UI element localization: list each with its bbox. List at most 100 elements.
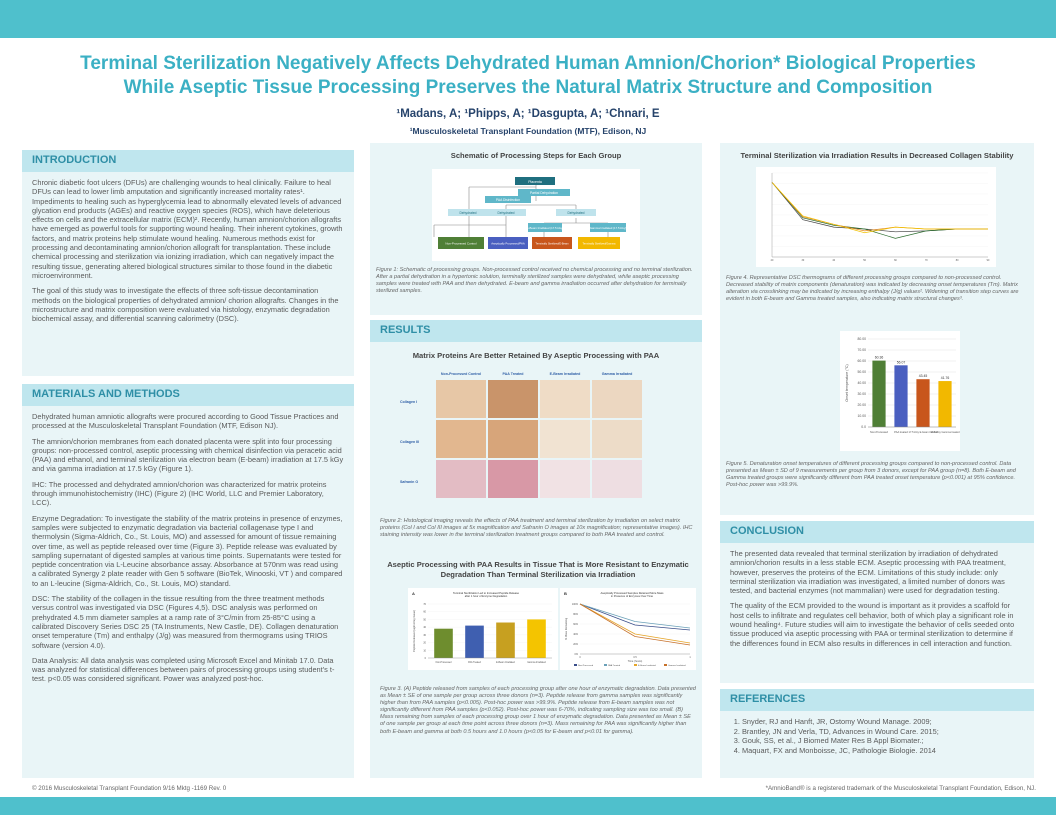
footer-copyright: © 2016 Musculoskeletal Transplant Founda… [32, 785, 227, 792]
series-line [579, 603, 691, 629]
y-tick-label: 10 [423, 649, 426, 652]
title-line-1: Terminal Sterilization Negatively Affect… [80, 53, 976, 74]
references-list: Snyder, RJ and Hanft, JR, Ostomy Wound M… [720, 711, 1034, 755]
x-tick-label: 30 [802, 259, 805, 262]
methods-body: Dehydrated human amniotic allografts wer… [22, 406, 354, 684]
affiliation: ¹Musculoskeletal Transplant Foundation (… [409, 126, 647, 136]
x-tick-label: PAA treated [894, 430, 908, 434]
y-tick-label: 40.00 [858, 381, 867, 385]
x-tick-label: 50 [863, 259, 866, 262]
ihc-image-col1-paa [488, 380, 538, 418]
bar [938, 381, 952, 427]
y-tick-label: 20.00 [858, 403, 867, 407]
legend-label: E-Beam Irradiated [638, 664, 657, 667]
y-tick-label: 0 [425, 657, 427, 660]
series-line [579, 603, 691, 631]
methods-paragraph-1: Dehydrated human amniotic allografts wer… [32, 412, 339, 431]
ihc-image-col3-ebeam [540, 420, 590, 458]
methods-paragraph-6: Data Analysis: All data analysis was com… [32, 655, 335, 684]
legend-swatch [634, 664, 637, 666]
x-tick-label: 90 [987, 259, 990, 262]
bar [894, 365, 908, 427]
data-label: 60.36 [875, 356, 884, 360]
y-tick-label: 30 [423, 634, 426, 637]
reference-item: Gouk, SS, et al., J Biomed Mater Res B A… [742, 736, 1024, 746]
schematic-panel: Schematic of Processing Steps for Each G… [370, 143, 702, 315]
x-tick-label: 80 [956, 259, 959, 262]
series-line [771, 182, 988, 233]
introduction-body: Chronic diabetic foot ulcers (DFUs) are … [22, 172, 354, 323]
bar [916, 379, 930, 427]
group-paa-label: Aseptically Processed/PAA [491, 242, 525, 246]
placenta-label: Placenta [528, 180, 542, 184]
y-tick-label: 60% [573, 623, 579, 626]
y-tick-label: 100% [572, 603, 579, 606]
placenta-box [515, 177, 555, 185]
legend-swatch [664, 664, 667, 666]
panel-label: B [564, 591, 567, 596]
legend-swatch [604, 664, 607, 666]
ihc-image-safo-ebeam [540, 460, 590, 498]
bar [872, 360, 886, 427]
methods-paragraph-4: Enzyme Degradation: To investigate the s… [32, 513, 343, 588]
ihc-image-col1-control [436, 380, 486, 418]
group-non-processed-box [438, 237, 484, 249]
x-tick-label: 60 [894, 259, 897, 262]
ihc-image-col1-gamma [592, 380, 642, 418]
conclusion-heading: CONCLUSION [720, 521, 1034, 543]
legend-label: PAA Treated [608, 664, 621, 667]
conclusion-section: CONCLUSION The presented data revealed t… [720, 521, 1034, 683]
y-tick-label: 60 [423, 611, 426, 614]
dehydrated-label-3: Dehydrated [567, 211, 584, 215]
y-tick-label: 40 [423, 626, 426, 629]
ihc-image-safo-gamma [592, 460, 642, 498]
mass-remaining-chart: B Aseptically Processed Samples Retained … [560, 588, 696, 670]
ihc-image-col3-paa [488, 420, 538, 458]
x-tick-label: 20 [771, 259, 774, 262]
reference-item: Snyder, RJ and Hanft, JR, Ostomy Wound M… [742, 717, 1024, 727]
references-section: REFERENCES Snyder, RJ and Hanft, JR, Ost… [720, 689, 1034, 778]
paa-disinfection-label: PAA Disinfection [496, 198, 520, 202]
series-line [771, 182, 988, 232]
conclusion-body: The presented data revealed that termina… [720, 543, 1034, 648]
y-axis-label: Peptide Released (ug/mL/mg tissue) [412, 610, 416, 652]
introduction-section: INTRODUCTION Chronic diabetic foot ulcer… [22, 150, 354, 376]
chart-title: Aseptically Processed Samples Retained M… [600, 591, 664, 598]
y-tick-label: 30.00 [858, 392, 867, 396]
footer-trademark: *AmnioBand® is a registered trademark of… [765, 785, 1036, 792]
y-tick-label: 0% [575, 653, 579, 656]
data-label: 56.07 [897, 360, 906, 364]
title-line-2: While Aseptic Tissue Processing Preserve… [123, 77, 933, 98]
y-axis-label: Onset temperature (°C) [845, 364, 849, 401]
x-tick-label: Non-Processed [870, 430, 888, 434]
y-tick-label: 40% [573, 633, 579, 636]
methods-paragraph-5: DSC: The stability of the collagen in th… [32, 594, 339, 650]
paa-disinfection-box [485, 196, 531, 203]
ihc-row-label-2: Collagen III [400, 440, 420, 444]
schematic-diagram: Placenta Partial Dehydration PAA Disinfe… [432, 169, 640, 261]
figure-4-caption: Figure 4. Representative DSC thermograms… [726, 275, 1019, 303]
figure-3-caption: Figure 3. (A) Peptide released from samp… [380, 686, 696, 735]
ihc-col-label-3: E-Beam Irradiated [549, 372, 581, 376]
y-tick-label: 20% [573, 643, 579, 646]
y-tick-label: 10.00 [858, 414, 867, 418]
dehydrated-box-2 [486, 209, 526, 216]
figure-2-caption: Figure 2: Histological imaging reveals t… [380, 518, 693, 539]
ihc-image-col1-ebeam [540, 380, 590, 418]
methods-heading: MATERIALS AND METHODS [22, 384, 354, 406]
x-tick-label: 17.5 kGy E-beam treated [909, 430, 939, 434]
methods-paragraph-2: The amnion/chorion membranes from each d… [32, 436, 344, 474]
results-heading: RESULTS [370, 320, 702, 342]
enzymatic-title: Aseptic Processing with PAA Results in T… [387, 560, 689, 579]
x-tick-label: 40 [832, 259, 835, 262]
series-line [579, 603, 691, 644]
series-line [579, 603, 691, 646]
gamma-irradiated-label: Gamma Irradiated (17.5 kGy) [590, 226, 626, 230]
intro-paragraph-1: Chronic diabetic foot ulcers (DFUs) are … [32, 178, 343, 280]
dsc-panel: Terminal Sterilization via Irradiation R… [720, 143, 1034, 515]
schematic-title: Schematic of Processing Steps for Each G… [450, 151, 622, 160]
x-tick-label: PAA Treated [468, 661, 481, 664]
ebeam-irradiated-label: E-Beam Irradiated (17.5 kGy) [527, 226, 564, 230]
